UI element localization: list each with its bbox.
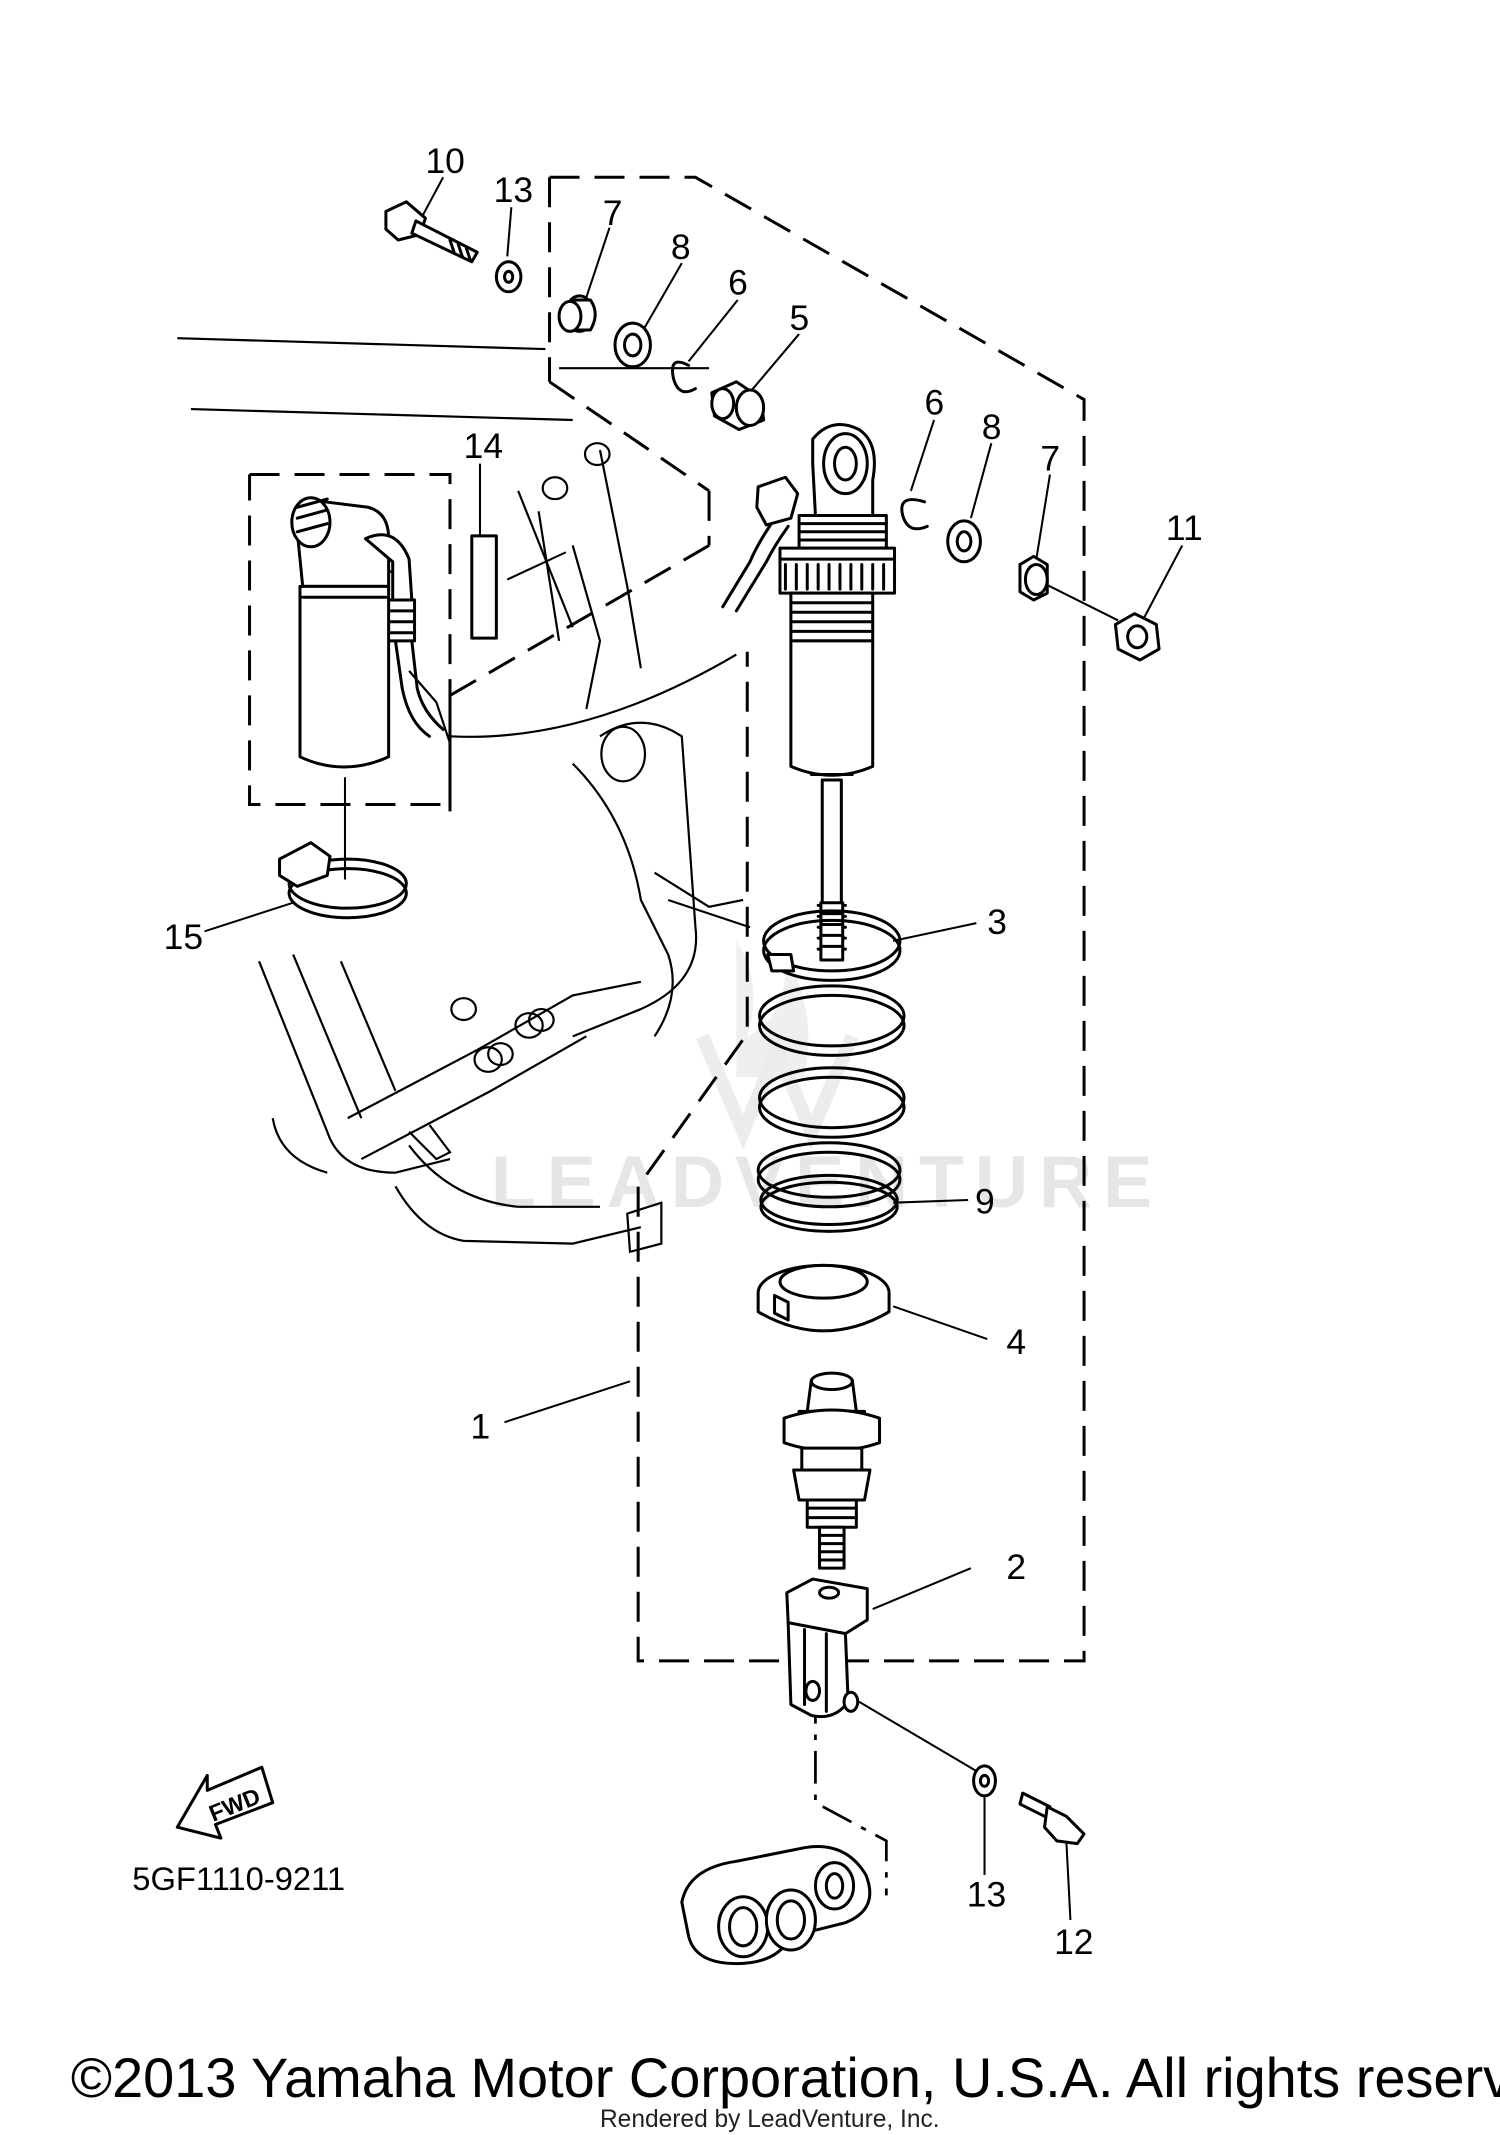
callout-15: 15 xyxy=(164,917,203,957)
circlip-part-6-right xyxy=(900,498,929,531)
callout-9: 9 xyxy=(975,1182,995,1222)
bushing-part-8-right xyxy=(946,519,982,564)
shock-absorber-body xyxy=(778,422,897,962)
diagram-code: 5GF1110-9211 xyxy=(132,1860,345,1897)
lower-bracket-part-2 xyxy=(785,1577,869,1719)
callout-14: 14 xyxy=(464,426,503,466)
bearing-part-5 xyxy=(710,380,766,432)
hose-fitting xyxy=(721,475,800,613)
callout-4: 4 xyxy=(1006,1322,1026,1362)
circlip-part-6-left xyxy=(671,360,697,394)
forward-arrow-icon: FWD xyxy=(175,1765,275,1840)
callout-6-left: 6 xyxy=(728,263,748,303)
callout-13-bottom: 13 xyxy=(967,1874,1006,1914)
callout-8-left: 8 xyxy=(671,227,691,267)
label-part-14 xyxy=(470,534,498,640)
nut-part-11 xyxy=(1113,612,1161,662)
rendered-by-notice: Rendered by LeadVenture, Inc. xyxy=(600,2106,940,2133)
bolt-part-10 xyxy=(384,200,479,264)
callout-8-right: 8 xyxy=(982,407,1002,447)
callout-13-top: 13 xyxy=(494,170,533,210)
callout-5: 5 xyxy=(790,298,810,338)
assembly-outline xyxy=(248,175,1086,1896)
collar-part-7-left xyxy=(557,294,597,333)
spring-part-3 xyxy=(756,909,906,1209)
collar-part-7-right xyxy=(1018,554,1049,602)
callout-7-right: 7 xyxy=(1040,438,1060,478)
shock-lower-assembly xyxy=(782,1371,882,1570)
leadventure-watermark: LEADVENTURE xyxy=(491,940,1152,1223)
spring-seat-part-9 xyxy=(759,1173,899,1233)
callout-12: 12 xyxy=(1054,1922,1093,1962)
callout-2: 2 xyxy=(1006,1547,1026,1587)
bushing-part-8-left xyxy=(613,321,652,369)
spring-stopper-part-4 xyxy=(756,1263,891,1333)
bolt-part-12 xyxy=(1018,1791,1086,1846)
callout-1: 1 xyxy=(470,1407,490,1447)
callout-11: 11 xyxy=(1166,508,1203,548)
reservoir-part xyxy=(290,496,445,769)
relay-arm-link xyxy=(680,1845,872,1966)
callout-3: 3 xyxy=(987,902,1007,942)
callout-6-right: 6 xyxy=(925,383,945,423)
band-part-15 xyxy=(278,841,408,920)
leader-lines xyxy=(204,176,1184,1921)
copyright-notice: ©2013 Yamaha Motor Corporation, U.S.A. A… xyxy=(71,2046,1500,2109)
callout-10: 10 xyxy=(425,141,464,181)
callout-7-left: 7 xyxy=(603,193,623,233)
part-callouts: 10 13 7 8 6 5 6 8 7 11 14 15 3 9 4 1 2 1… xyxy=(164,141,1203,1962)
frame-drawing xyxy=(177,337,751,1254)
